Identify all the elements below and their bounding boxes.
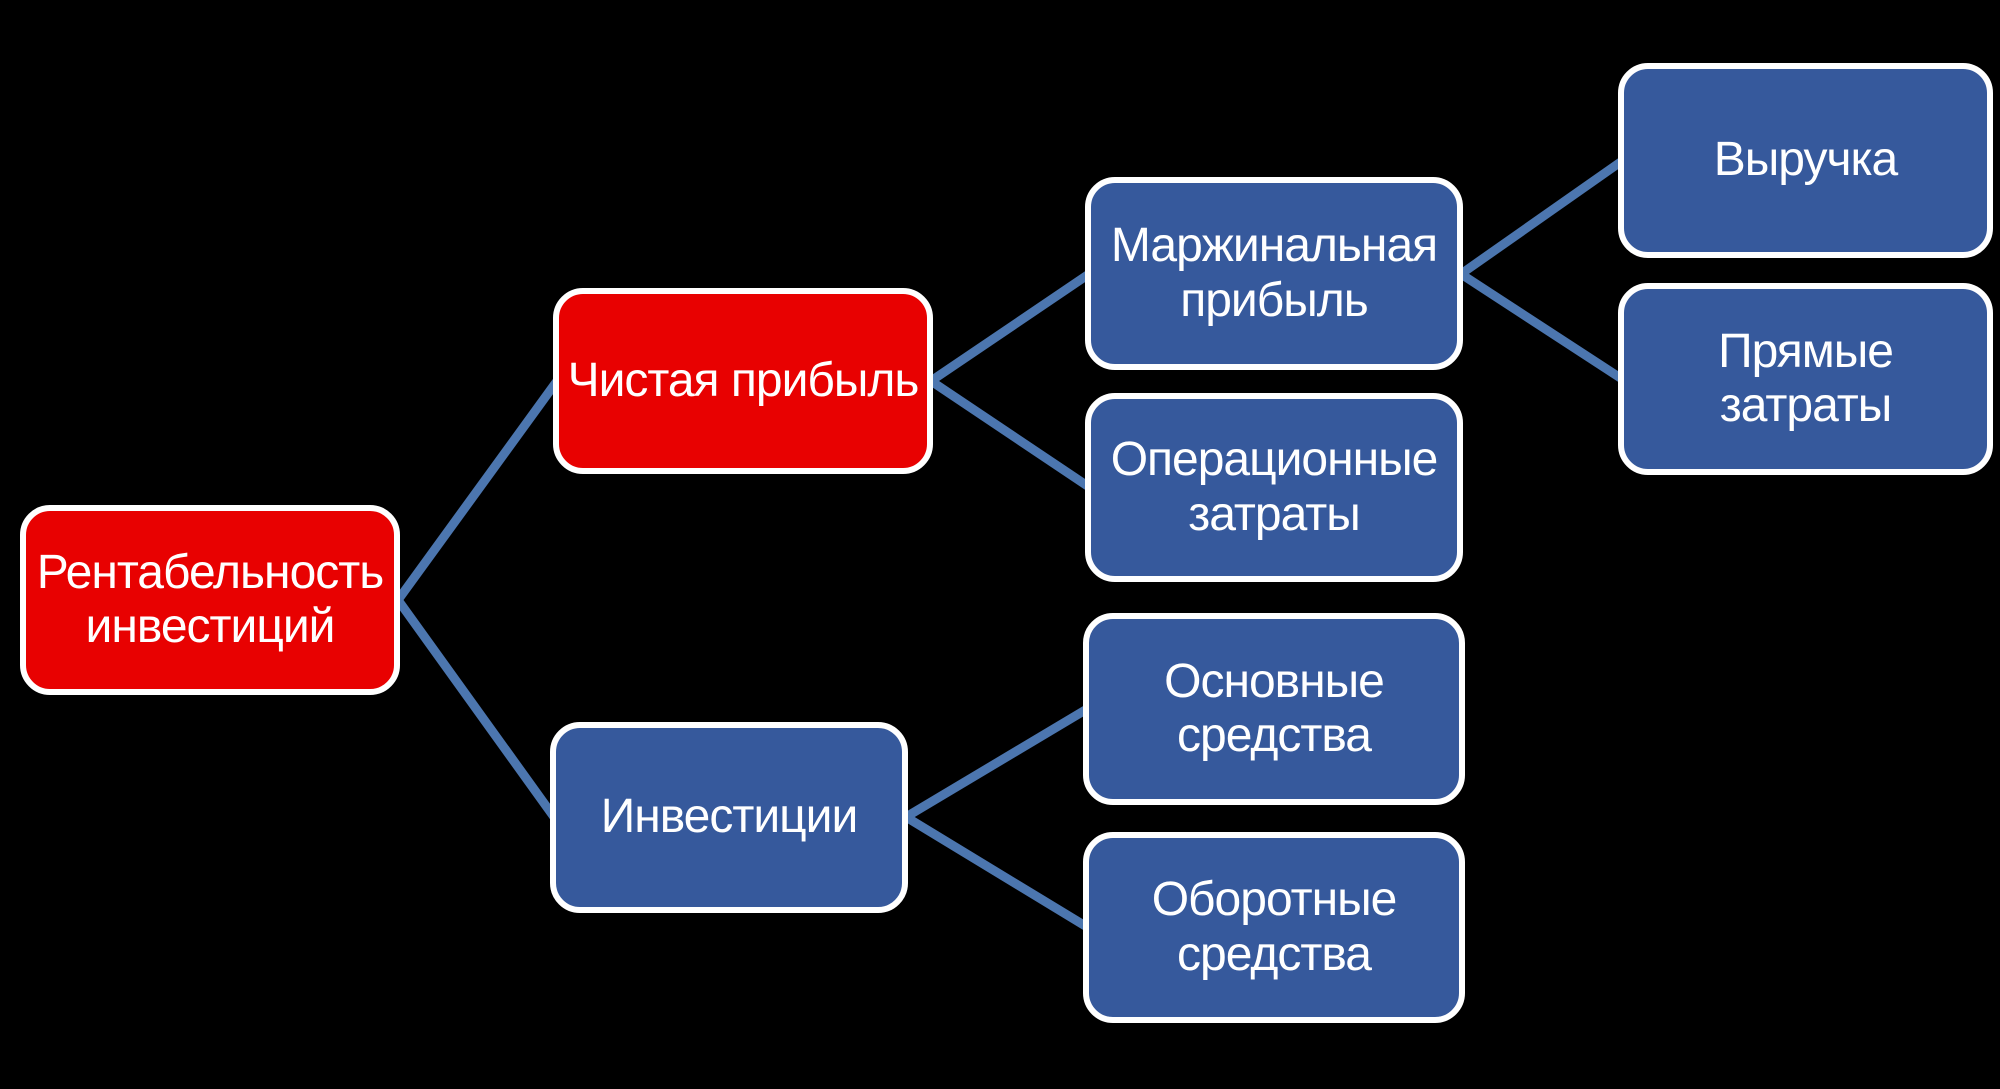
node-fixed-assets: Основные средства	[1083, 613, 1465, 805]
connector-margin-profit-revenue	[1458, 157, 1625, 278]
node-revenue-label: Выручка	[1713, 133, 1898, 187]
node-revenue: Выручка	[1618, 63, 1993, 258]
node-margin-profit-label: Маржинальная прибыль	[1110, 219, 1438, 327]
connector-investments-fixed-assets	[903, 705, 1090, 821]
node-net-profit-label: Чистая прибыль	[567, 353, 920, 407]
node-roi: Рентабельность инвестиций	[20, 505, 400, 695]
node-operating-costs: Операционные затраты	[1085, 393, 1463, 582]
node-roi-label: Рентабельность инвестиций	[36, 545, 385, 653]
node-operating-costs-label: Операционные затраты	[1110, 433, 1439, 541]
connector-roi-net-profit	[394, 378, 561, 603]
node-net-profit: Чистая прибыль	[553, 288, 933, 474]
connector-investments-working-assets	[903, 813, 1090, 931]
connector-margin-profit-direct-costs	[1458, 270, 1625, 383]
node-margin-profit: Маржинальная прибыль	[1085, 177, 1463, 370]
connector-net-profit-margin-profit	[928, 270, 1092, 385]
node-investments-label: Инвестиции	[600, 790, 859, 844]
node-fixed-assets-label: Основные средства	[1164, 654, 1385, 762]
node-direct-costs: Прямые затраты	[1618, 283, 1993, 475]
node-working-assets: Оборотные средства	[1083, 832, 1465, 1023]
node-direct-costs-label: Прямые затраты	[1718, 324, 1894, 432]
node-investments: Инвестиции	[550, 722, 908, 913]
connector-net-profit-operating-costs	[928, 377, 1092, 491]
connector-roi-investments	[394, 597, 558, 820]
node-working-assets-label: Оборотные средства	[1151, 873, 1398, 981]
